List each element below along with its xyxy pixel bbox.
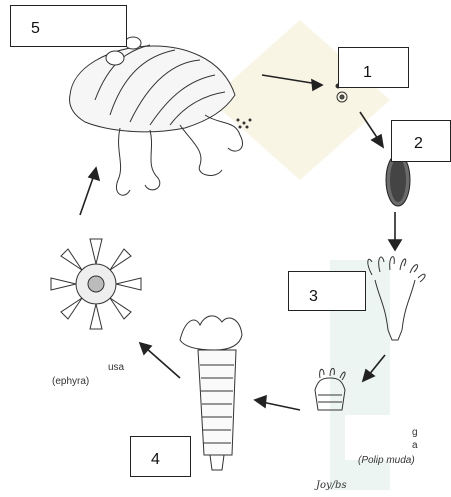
mask-bottom-right [345, 415, 420, 460]
ephyra-illustration [51, 239, 141, 329]
stage-3-text: 3 [309, 288, 318, 305]
stage-1-label: 1 [338, 47, 409, 88]
ephyra-label: (ephyra) [52, 376, 89, 387]
stage-2-label: 2 [391, 120, 451, 162]
stage-2-text: 2 [414, 135, 423, 152]
polyp-partial-a: a [412, 440, 418, 451]
stage-3-label: 3 [288, 271, 366, 311]
polyp-partial-g: g [412, 427, 418, 438]
signature: Joy/bs [316, 480, 347, 491]
polip-muda-label: (Polip muda) [358, 455, 415, 466]
stage-5-text: 5 [31, 20, 40, 37]
stage-5-label: 5 [10, 5, 127, 47]
stage-4-text: 4 [151, 451, 160, 468]
stage-1-text: 1 [363, 64, 372, 81]
ephyra-partial-label: usa [108, 362, 124, 373]
stage-4-label: 4 [130, 436, 191, 477]
